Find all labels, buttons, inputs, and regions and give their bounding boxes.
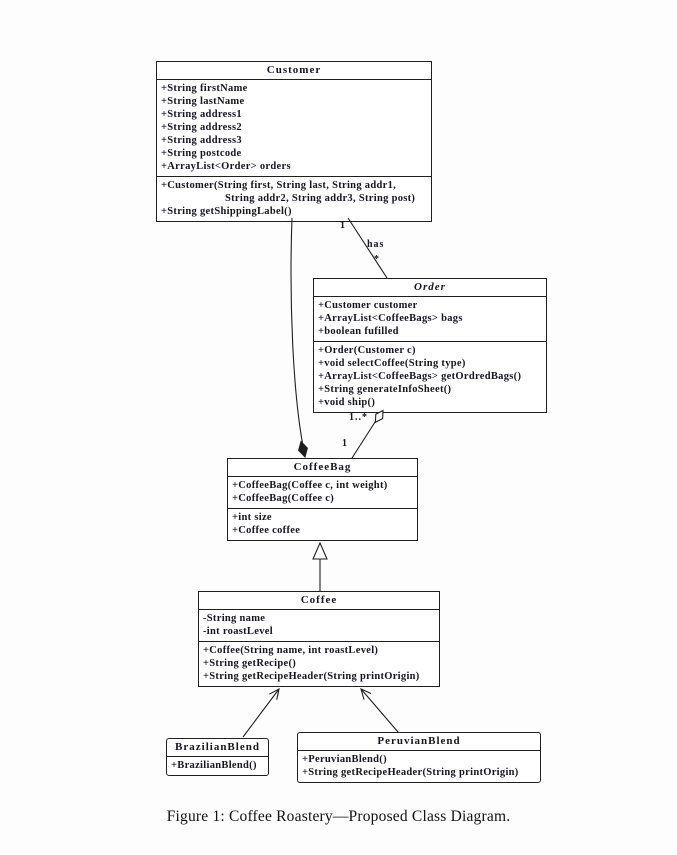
class-coffee-attributes: -String name -int roastLevel [199, 610, 439, 641]
class-coffeebag-constructors: +CoffeeBag(Coffee c, int weight) +Coffee… [228, 477, 417, 508]
method-line: +void ship() [318, 397, 376, 408]
composition-customer-coffeebag-line [290, 217, 304, 447]
attribute-line: +String firstName [161, 83, 248, 94]
attribute-line: +boolean fufilled [318, 326, 399, 337]
method-line: +String getRecipeHeader(String printOrig… [203, 671, 420, 682]
attribute-line: +String address3 [161, 135, 242, 146]
attribute-line: +Customer customer [318, 300, 418, 311]
attribute-line: +String address1 [161, 109, 242, 120]
attribute-line: +ArrayList<Order> orders [161, 161, 291, 172]
method-line: +CoffeeBag(Coffee c, int weight) [232, 480, 388, 491]
method-line: +String getRecipe() [203, 658, 297, 669]
arrow-brazilianblend-coffee-line [242, 688, 280, 738]
class-peruvianblend-methods: +PeruvianBlend() +String getRecipeHeader… [298, 751, 540, 782]
association-label-has: has [367, 239, 385, 250]
attribute-line: -int roastLevel [203, 626, 273, 637]
multiplicity-customer-end: 1 [340, 220, 346, 231]
class-order-title: Order [314, 279, 546, 297]
method-line: +PeruvianBlend() [302, 754, 387, 765]
class-brazilianblend-methods: +BrazilianBlend() [167, 757, 268, 775]
method-line: +CoffeeBag(Coffee c) [232, 493, 335, 504]
aggregation-order-coffeebag-line [351, 418, 378, 459]
attribute-line: +int size [232, 512, 272, 523]
attribute-line: +String postcode [161, 148, 242, 159]
class-order-methods: +Order(Customer c) +void selectCoffee(St… [314, 341, 546, 412]
method-line: String addr2, String addr3, String post) [225, 193, 416, 204]
method-line: +BrazilianBlend() [171, 760, 257, 771]
class-order: Order +Customer customer +ArrayList<Coff… [313, 278, 547, 413]
class-customer-methods: +Customer(String first, String last, Str… [157, 176, 431, 221]
figure-caption: Figure 1: Coffee Roastery—Proposed Class… [166, 808, 511, 825]
generalization-hollow-triangle [312, 541, 328, 560]
method-line: +String getShippingLabel() [161, 206, 292, 217]
method-line: +Order(Customer c) [318, 345, 416, 356]
attribute-line: +String lastName [161, 96, 245, 107]
multiplicity-coffeebag-end: 1 [342, 438, 348, 449]
class-peruvianblend-title: PeruvianBlend [298, 733, 540, 751]
multiplicity-order-aggregation-end: 1..* [349, 412, 368, 423]
method-line: +String generateInfoSheet() [318, 384, 452, 395]
class-order-attributes: +Customer customer +ArrayList<CoffeeBags… [314, 297, 546, 341]
method-line: +Customer(String first, String last, Str… [161, 180, 397, 191]
method-line: +ArrayList<CoffeeBags> getOrdredBags() [318, 371, 522, 382]
method-line: +Coffee(String name, int roastLevel) [203, 645, 379, 656]
class-brazilianblend-title: BrazilianBlend [167, 739, 268, 757]
method-line: +String getRecipeHeader(String printOrig… [302, 767, 519, 778]
class-coffeebag: CoffeeBag +CoffeeBag(Coffee c, int weigh… [227, 458, 418, 541]
class-brazilianblend: BrazilianBlend +BrazilianBlend() [166, 738, 269, 776]
arrow-peruvianblend-coffee-line [360, 688, 399, 733]
class-customer-title: Customer [157, 62, 431, 80]
multiplicity-order-end: * [374, 254, 380, 265]
attribute-line: +Coffee coffee [232, 525, 301, 536]
class-coffee-methods: +Coffee(String name, int roastLevel) +St… [199, 641, 439, 686]
class-customer: Customer +String firstName +String lastN… [156, 61, 432, 222]
class-coffee: Coffee -String name -int roastLevel +Cof… [198, 591, 440, 687]
attribute-line: +String address2 [161, 122, 242, 133]
class-customer-attributes: +String firstName +String lastName +Stri… [157, 80, 431, 176]
arrow-brazilianblend-coffee-head [269, 687, 280, 700]
class-coffeebag-attributes: +int size +Coffee coffee [228, 508, 417, 540]
attribute-line: -String name [203, 613, 266, 624]
composition-filled-diamond [298, 440, 308, 458]
class-peruvianblend: PeruvianBlend +PeruvianBlend() +String g… [297, 732, 541, 783]
arrow-peruvianblend-coffee-head [360, 688, 372, 700]
method-line: +void selectCoffee(String type) [318, 358, 466, 369]
class-coffee-title: Coffee [199, 592, 439, 610]
attribute-line: +ArrayList<CoffeeBags> bags [318, 313, 463, 324]
class-coffeebag-title: CoffeeBag [228, 459, 417, 477]
